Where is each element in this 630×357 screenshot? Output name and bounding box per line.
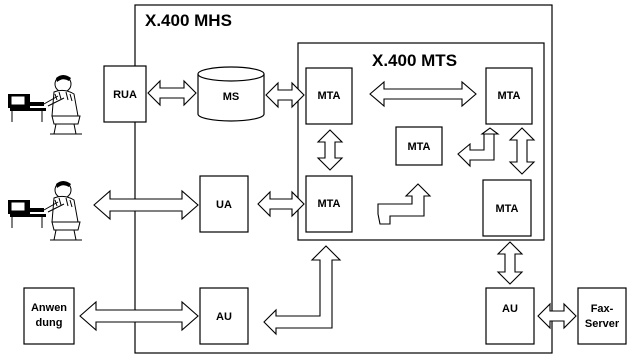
au-left-box [199, 287, 249, 345]
bent-arrow-left [457, 133, 495, 168]
ua-box [199, 175, 249, 233]
ua-mta-double-arrow [257, 190, 305, 218]
mta-bottom-left-box [305, 175, 353, 233]
ms-storage-icon [197, 66, 265, 122]
fax-server-label-line1: Fax- [591, 303, 614, 315]
mta-au-double-arrow [496, 241, 524, 285]
rua-label: RUA [113, 89, 137, 101]
mta-bottom-right-box [482, 179, 532, 237]
mta-top-right-box [485, 67, 533, 125]
mhs-boundary [134, 4, 553, 354]
mta-vertical-double-arrow-left [316, 129, 344, 171]
au-right-label: AU [502, 303, 518, 315]
person-icon-middle [8, 181, 82, 241]
mta-center-label: MTA [407, 141, 430, 153]
mts-boundary [297, 42, 545, 241]
ua-label: UA [216, 199, 232, 211]
mts-title: X.400 MTS [372, 51, 457, 70]
ms-mta-double-arrow [265, 81, 305, 109]
mta-bottom-right-label: MTA [495, 203, 518, 215]
rua-box [103, 65, 147, 123]
mta-horizontal-double-arrow [369, 80, 477, 108]
user-ua-double-arrow [93, 189, 199, 221]
mta-top-right-label: MTA [497, 90, 520, 102]
au-to-mta-bent-arrow [263, 245, 342, 336]
ms-label: MS [223, 91, 240, 103]
anwendung-box [23, 287, 75, 345]
fax-server-box [577, 287, 627, 345]
anwendung-label-line1: Anwen [31, 302, 67, 314]
mta-vertical-double-arrow-right [508, 127, 536, 175]
rua-ms-double-arrow [147, 79, 197, 107]
anwendung-au-double-arrow [79, 300, 199, 332]
anwendung-label-line2: dung [36, 317, 63, 329]
au-right-box [485, 287, 535, 345]
mhs-title: X.400 MHS [145, 11, 232, 30]
au-left-label: AU [216, 311, 232, 323]
mta-center-box [395, 126, 443, 166]
person-icon-top [8, 75, 82, 135]
mta-top-left-box [305, 67, 353, 125]
bent-arrow-top-connector [480, 127, 500, 135]
bent-arrow-up-right [377, 183, 432, 225]
au-fax-double-arrow [537, 302, 577, 330]
mta-top-left-label: MTA [317, 90, 340, 102]
mta-bottom-left-label: MTA [317, 198, 340, 210]
fax-server-label-line2: Server [585, 318, 620, 330]
